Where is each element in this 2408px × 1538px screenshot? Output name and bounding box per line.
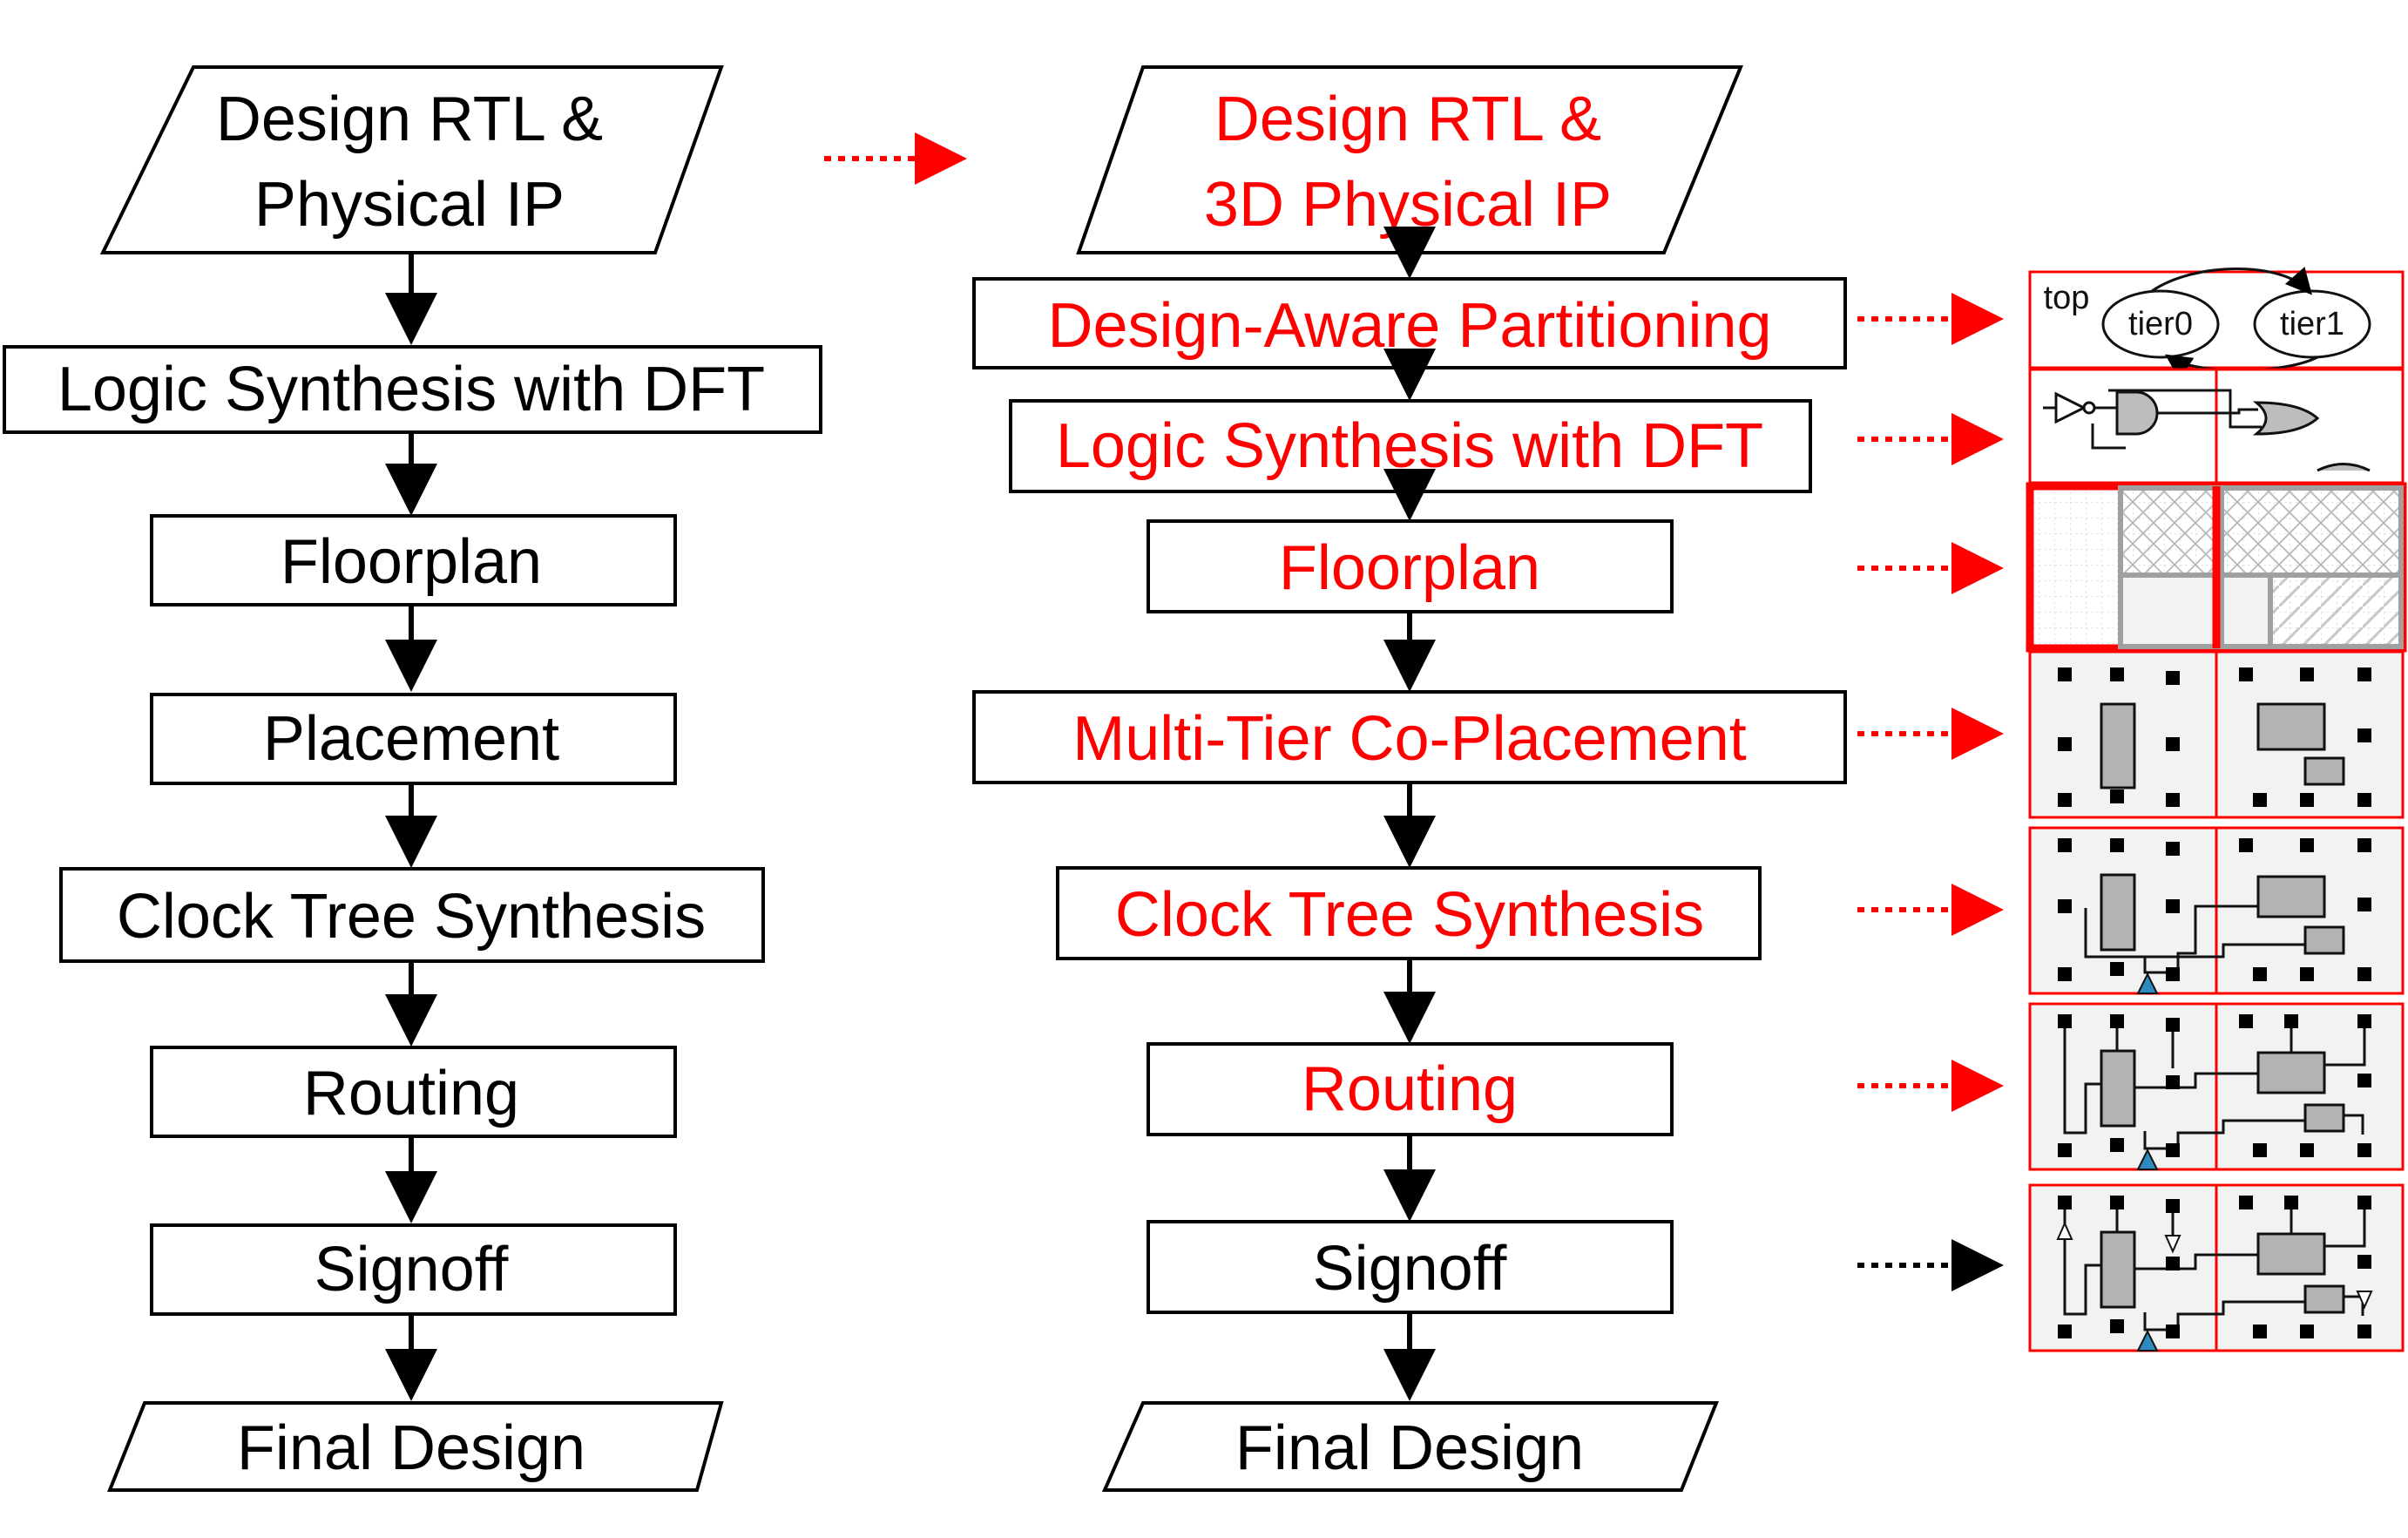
left-step-routing-label: Routing — [303, 1059, 519, 1128]
right-output-label: Final Design — [1235, 1413, 1584, 1483]
left-output-parallelogram — [107, 1401, 724, 1492]
illustration-routing — [2028, 1002, 2405, 1171]
right-flow: Design RTL & 3D Physical IP Design-Aware… — [972, 65, 1847, 1492]
illustration-synthesis — [2028, 368, 2405, 484]
side-arrows — [1857, 293, 2004, 1291]
left-step-routing — [150, 1046, 677, 1138]
right-step-routing — [1147, 1042, 1674, 1136]
right-step-floorplan-label: Floorplan — [1279, 533, 1540, 603]
left-step-placement-label: Placement — [263, 704, 559, 774]
partition-tier0-label: tier0 — [2128, 306, 2193, 342]
left-step-logic-synthesis — [3, 345, 822, 434]
right-step-floorplan — [1147, 519, 1674, 613]
left-step-signoff — [150, 1223, 677, 1316]
left-output-label: Final Design — [237, 1413, 585, 1483]
left-step-cts-label: Clock Tree Synthesis — [117, 882, 706, 952]
left-step-floorplan — [150, 514, 677, 606]
right-input-parallelogram — [1076, 65, 1743, 254]
illustration-signoff — [2028, 1183, 2405, 1352]
left-flow: Design RTL & Physical IP Logic Synthesis… — [3, 65, 822, 1492]
right-step-signoff-label: Signoff — [1313, 1234, 1508, 1304]
left-input-line2: Physical IP — [254, 170, 565, 240]
right-step-cts-label: Clock Tree Synthesis — [1115, 880, 1704, 950]
left-step-cts — [59, 867, 765, 963]
left-step-logic-synthesis-label: Logic Synthesis with DFT — [57, 355, 765, 424]
right-input-line1: Design RTL & — [1214, 85, 1601, 154]
left-step-signoff-label: Signoff — [315, 1235, 510, 1304]
illustration-cts — [2028, 826, 2405, 995]
left-input-parallelogram — [99, 65, 724, 254]
right-step-logic-synthesis-label: Logic Synthesis with DFT — [1056, 411, 1763, 481]
right-output-parallelogram — [1101, 1401, 1719, 1492]
left-step-floorplan-label: Floorplan — [281, 527, 542, 597]
left-step-placement — [150, 693, 677, 785]
partition-tier1-label: tier1 — [2280, 306, 2344, 342]
illustration-floorplan — [2026, 482, 2407, 653]
right-input-line2: 3D Physical IP — [1204, 170, 1612, 240]
left-input-line1: Design RTL & — [216, 85, 603, 154]
right-step-cts — [1056, 866, 1762, 960]
illustration-placement — [2028, 650, 2405, 819]
right-step-routing-label: Routing — [1302, 1054, 1518, 1124]
right-step-coplacement-label: Multi-Tier Co-Placement — [1072, 704, 1747, 774]
illustration-partitioning: top tier0 tier1 — [2028, 267, 2405, 380]
right-step-signoff — [1147, 1220, 1674, 1314]
right-step-coplacement — [972, 690, 1847, 784]
right-step-partitioning-label: Design-Aware Partitioning — [1047, 291, 1771, 361]
partition-top-label: top — [2044, 280, 2090, 316]
